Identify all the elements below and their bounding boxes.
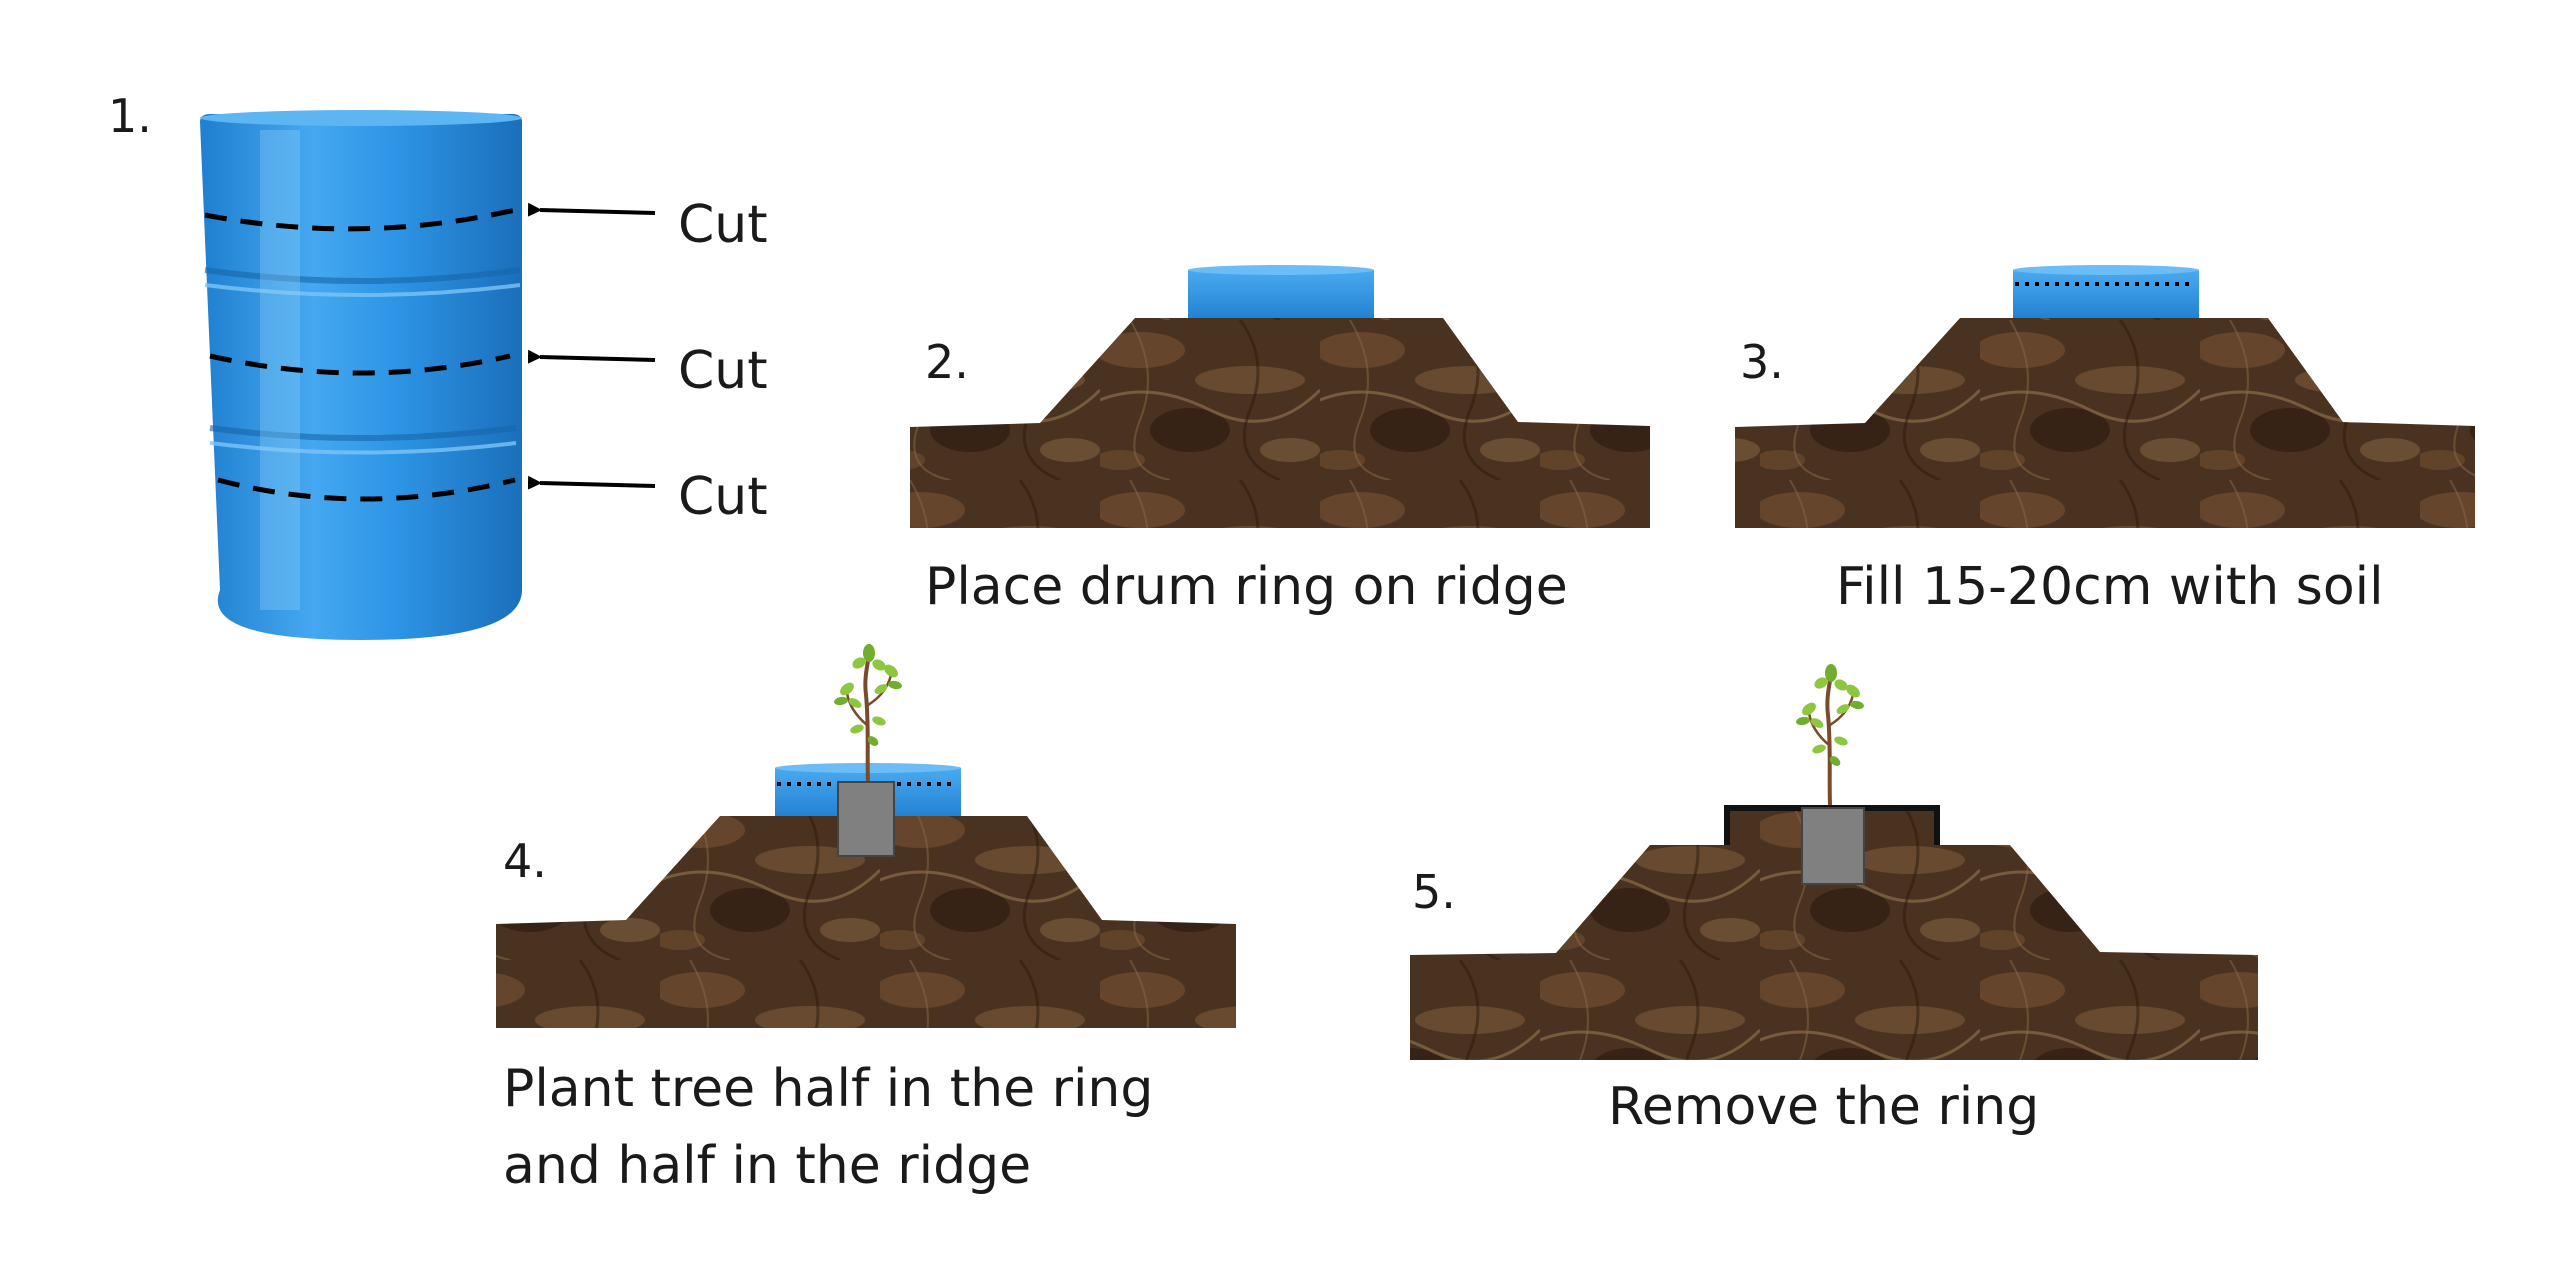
step-4-caption-line1: Plant tree half in the ring	[503, 1059, 1153, 1119]
step-3-caption: Fill 15-20cm with soil	[1836, 557, 2384, 617]
soil-ridge-icon	[1410, 845, 2258, 1060]
step-3-number: 3.	[1740, 335, 1784, 389]
cut-label: Cut	[678, 341, 768, 401]
arrow-left-icon	[527, 202, 656, 217]
drum-ring	[2013, 265, 2199, 322]
step-2-number: 2.	[925, 335, 969, 389]
arrow-left-icon	[527, 349, 656, 364]
seedling-icon	[1795, 664, 1864, 805]
cut-label: Cut	[678, 195, 768, 255]
oil-drum-icon	[200, 110, 522, 640]
drum-ring	[1188, 265, 1374, 322]
plant-pot-icon	[1801, 807, 1865, 885]
soil-ridge-icon	[910, 318, 1650, 528]
step-3: 3. Fill 15-20cm with soil	[1735, 265, 2475, 617]
step-4: 4. Plant tree half in the ring and half …	[496, 644, 1236, 1196]
soil-ridge-icon	[496, 816, 1236, 1028]
step-4-caption-line2: and half in the ridge	[503, 1136, 1031, 1196]
step-5: 5. Remove the ring	[1410, 664, 2258, 1137]
step-4-number: 4.	[503, 834, 547, 888]
arrow-left-icon	[527, 475, 656, 490]
step-2-caption: Place drum ring on ridge	[925, 557, 1568, 617]
step-2: 2. Place drum ring on ridge	[910, 265, 1650, 617]
step-5-caption: Remove the ring	[1608, 1077, 2039, 1137]
plant-pot-icon	[837, 781, 895, 857]
cut-label: Cut	[678, 467, 768, 527]
soil-ridge-icon	[1735, 318, 2475, 528]
step-1-number: 1.	[108, 89, 152, 143]
step-5-number: 5.	[1412, 865, 1456, 919]
step-1: 1. Cut Cut Cut	[108, 89, 768, 640]
